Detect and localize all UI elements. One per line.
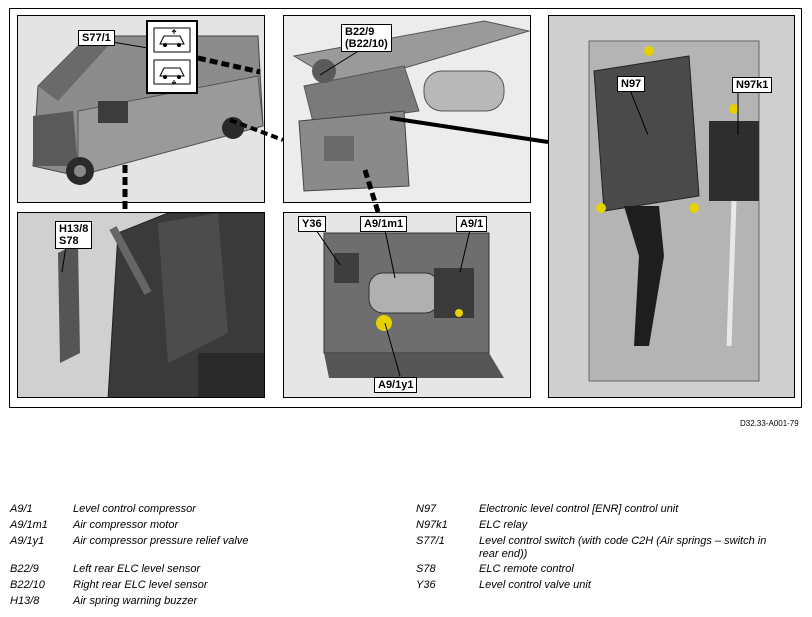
figure-code: D32.33-A001-79	[740, 419, 799, 428]
legend-code: A9/1y1	[10, 535, 45, 547]
legend-code: S77/1	[416, 535, 445, 547]
label-h13-8: H13/8	[59, 223, 89, 235]
panel-compressor	[283, 212, 531, 398]
legend-desc: Level control valve unit	[479, 579, 591, 591]
legend-desc: Left rear ELC level sensor	[73, 563, 201, 575]
legend-desc: Right rear ELC level sensor	[73, 579, 208, 591]
callout-h13-s78: H13/8 S78	[55, 221, 93, 249]
compressor-illustration	[323, 232, 504, 378]
legend-code: S78	[416, 563, 436, 575]
legend-desc: rear end))	[479, 548, 528, 560]
label-a9-1: A9/1	[460, 218, 484, 230]
label-s77-1: S77/1	[82, 32, 111, 44]
switch-inset	[146, 20, 198, 94]
legend-right: N97 Electronic level control [ENR] contr…	[416, 503, 806, 613]
label-b22-9: B22/9	[345, 26, 375, 38]
callout-y36: Y36	[298, 216, 326, 232]
panel-axle	[283, 15, 531, 203]
van-illustration	[32, 35, 264, 185]
label-s78: S78	[59, 235, 79, 247]
callout-a9-1: A9/1	[456, 216, 488, 232]
legend-left: A9/1 Level control compressor A9/1m1 Air…	[10, 503, 390, 613]
callout-n97k1: N97k1	[732, 77, 773, 93]
legend-code: Y36	[416, 579, 436, 591]
label-y36: Y36	[302, 218, 322, 230]
legend-desc: Air spring warning buzzer	[73, 595, 198, 607]
switch-icons	[153, 27, 191, 85]
panel-ecu	[548, 15, 795, 398]
legend-desc: ELC remote control	[479, 563, 574, 575]
callout-a9-1m1: A9/1m1	[360, 216, 408, 232]
legend-code: N97k1	[416, 519, 448, 531]
ecu-illustration	[588, 40, 760, 382]
callout-s77-1: S77/1	[78, 30, 115, 46]
legend-code: N97	[416, 503, 437, 515]
label-a9-1m1: A9/1m1	[364, 218, 404, 230]
legend-desc: Air compressor pressure relief valve	[73, 535, 249, 547]
legend-desc: Air compressor motor	[73, 519, 179, 531]
label-a9-1y1: A9/1y1	[378, 379, 414, 391]
legend-code: H13/8	[10, 595, 40, 607]
legend-code: B22/10	[10, 579, 45, 591]
label-n97k1: N97k1	[736, 79, 769, 91]
legend-code: A9/1m1	[10, 519, 48, 531]
callout-a9-1y1: A9/1y1	[374, 377, 418, 393]
label-b22-10: (B22/10)	[345, 38, 388, 50]
legend-desc: Level control switch (with code C2H (Air…	[479, 535, 767, 547]
legend-code: A9/1	[10, 503, 33, 515]
legend-code: B22/9	[10, 563, 39, 575]
legend-desc: Electronic level control [ENR] control u…	[479, 503, 679, 515]
legend-desc: Level control compressor	[73, 503, 196, 515]
seat-illustration	[58, 213, 264, 397]
callout-b22: B22/9 (B22/10)	[341, 24, 392, 52]
panel-van	[17, 15, 265, 203]
legend-desc: ELC relay	[479, 519, 528, 531]
label-n97: N97	[621, 78, 642, 90]
callout-n97: N97	[617, 76, 646, 92]
axle-illustration	[292, 20, 530, 192]
